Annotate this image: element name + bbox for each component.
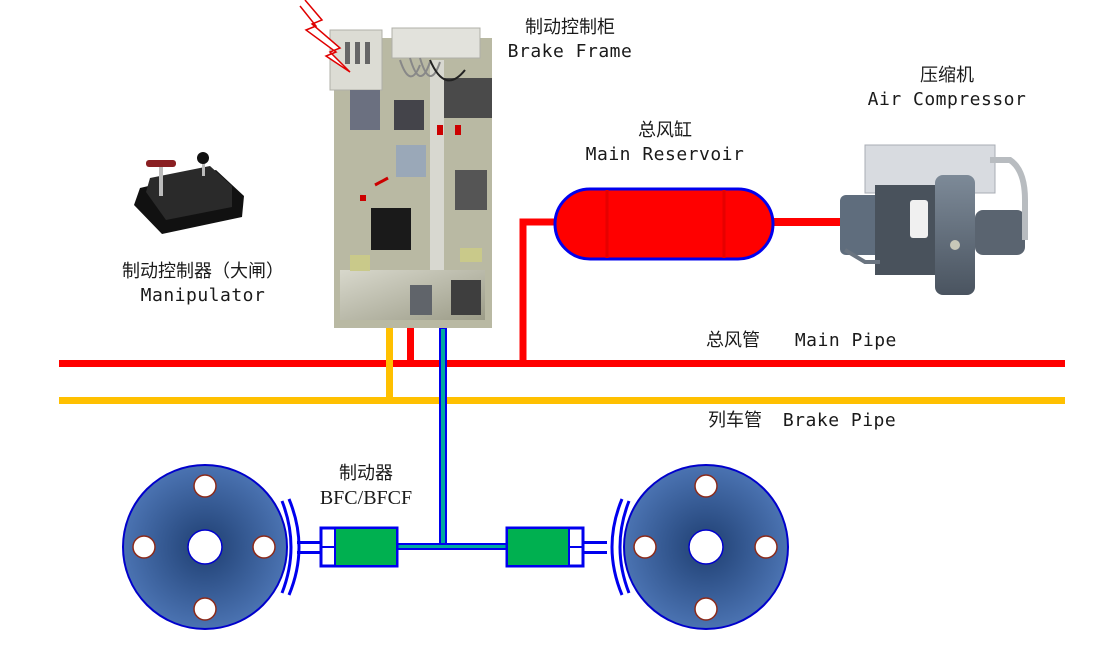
brake-frame-cabinet bbox=[329, 27, 492, 328]
manipulator-label-zh: 制动控制器（大闸） bbox=[122, 261, 284, 282]
air-compressor-label-en: Air Compressor bbox=[867, 89, 1027, 110]
air-compressor-device bbox=[840, 144, 1028, 295]
brake-pipe-label: 列车管 Brake Pipe bbox=[708, 409, 896, 433]
left-brake-cylinder bbox=[297, 526, 399, 568]
main-reservoir bbox=[553, 187, 775, 261]
air-compressor-label: 压缩机 Air Compressor bbox=[864, 64, 1030, 112]
main-reservoir-label: 总风缸 Main Reservoir bbox=[582, 119, 748, 167]
brake-cylinder-label-zh: 制动器 bbox=[339, 463, 393, 484]
brake-pipe-line bbox=[59, 397, 1065, 404]
manipulator-label-en: Manipulator bbox=[140, 285, 266, 306]
manipulator-device bbox=[134, 152, 244, 234]
right-wheel bbox=[623, 464, 789, 630]
brake-frame-label-zh: 制动控制柜 bbox=[525, 17, 615, 38]
left-brake-shoe bbox=[280, 498, 301, 596]
brake-pipe-label-en: Brake Pipe bbox=[782, 410, 897, 431]
compressor-feed-pipe bbox=[770, 218, 842, 226]
reservoir-feed-pipe bbox=[519, 218, 560, 363]
manipulator-label: 制动控制器（大闸） Manipulator bbox=[94, 260, 312, 308]
frame-main-pipe-drop bbox=[407, 325, 414, 363]
main-pipe-label: 总风管 Main Pipe bbox=[706, 329, 897, 353]
brake-pipe-label-zh: 列车管 bbox=[708, 410, 762, 431]
electric-bolt-icon bbox=[299, 0, 351, 73]
brake-frame-label-en: Brake Frame bbox=[507, 41, 633, 62]
brake-cylinder-label: 制动器 BFC/BFCF bbox=[316, 462, 416, 510]
air-compressor-label-zh: 压缩机 bbox=[920, 65, 974, 86]
right-brake-shoe bbox=[610, 498, 631, 596]
cylinder-pipe bbox=[395, 327, 511, 550]
right-brake-cylinder bbox=[505, 526, 607, 568]
main-reservoir-label-en: Main Reservoir bbox=[585, 144, 745, 165]
brake-frame-label: 制动控制柜 Brake Frame bbox=[506, 16, 634, 64]
frame-brake-pipe-drop bbox=[386, 325, 393, 401]
main-pipe-label-en: Main Pipe bbox=[794, 330, 897, 351]
main-pipe-label-zh: 总风管 bbox=[706, 330, 760, 351]
main-pipe-line bbox=[59, 360, 1065, 367]
left-wheel bbox=[122, 464, 288, 630]
main-reservoir-label-zh: 总风缸 bbox=[638, 120, 692, 141]
brake-cylinder-label-en: BFC/BFCF bbox=[319, 487, 413, 509]
